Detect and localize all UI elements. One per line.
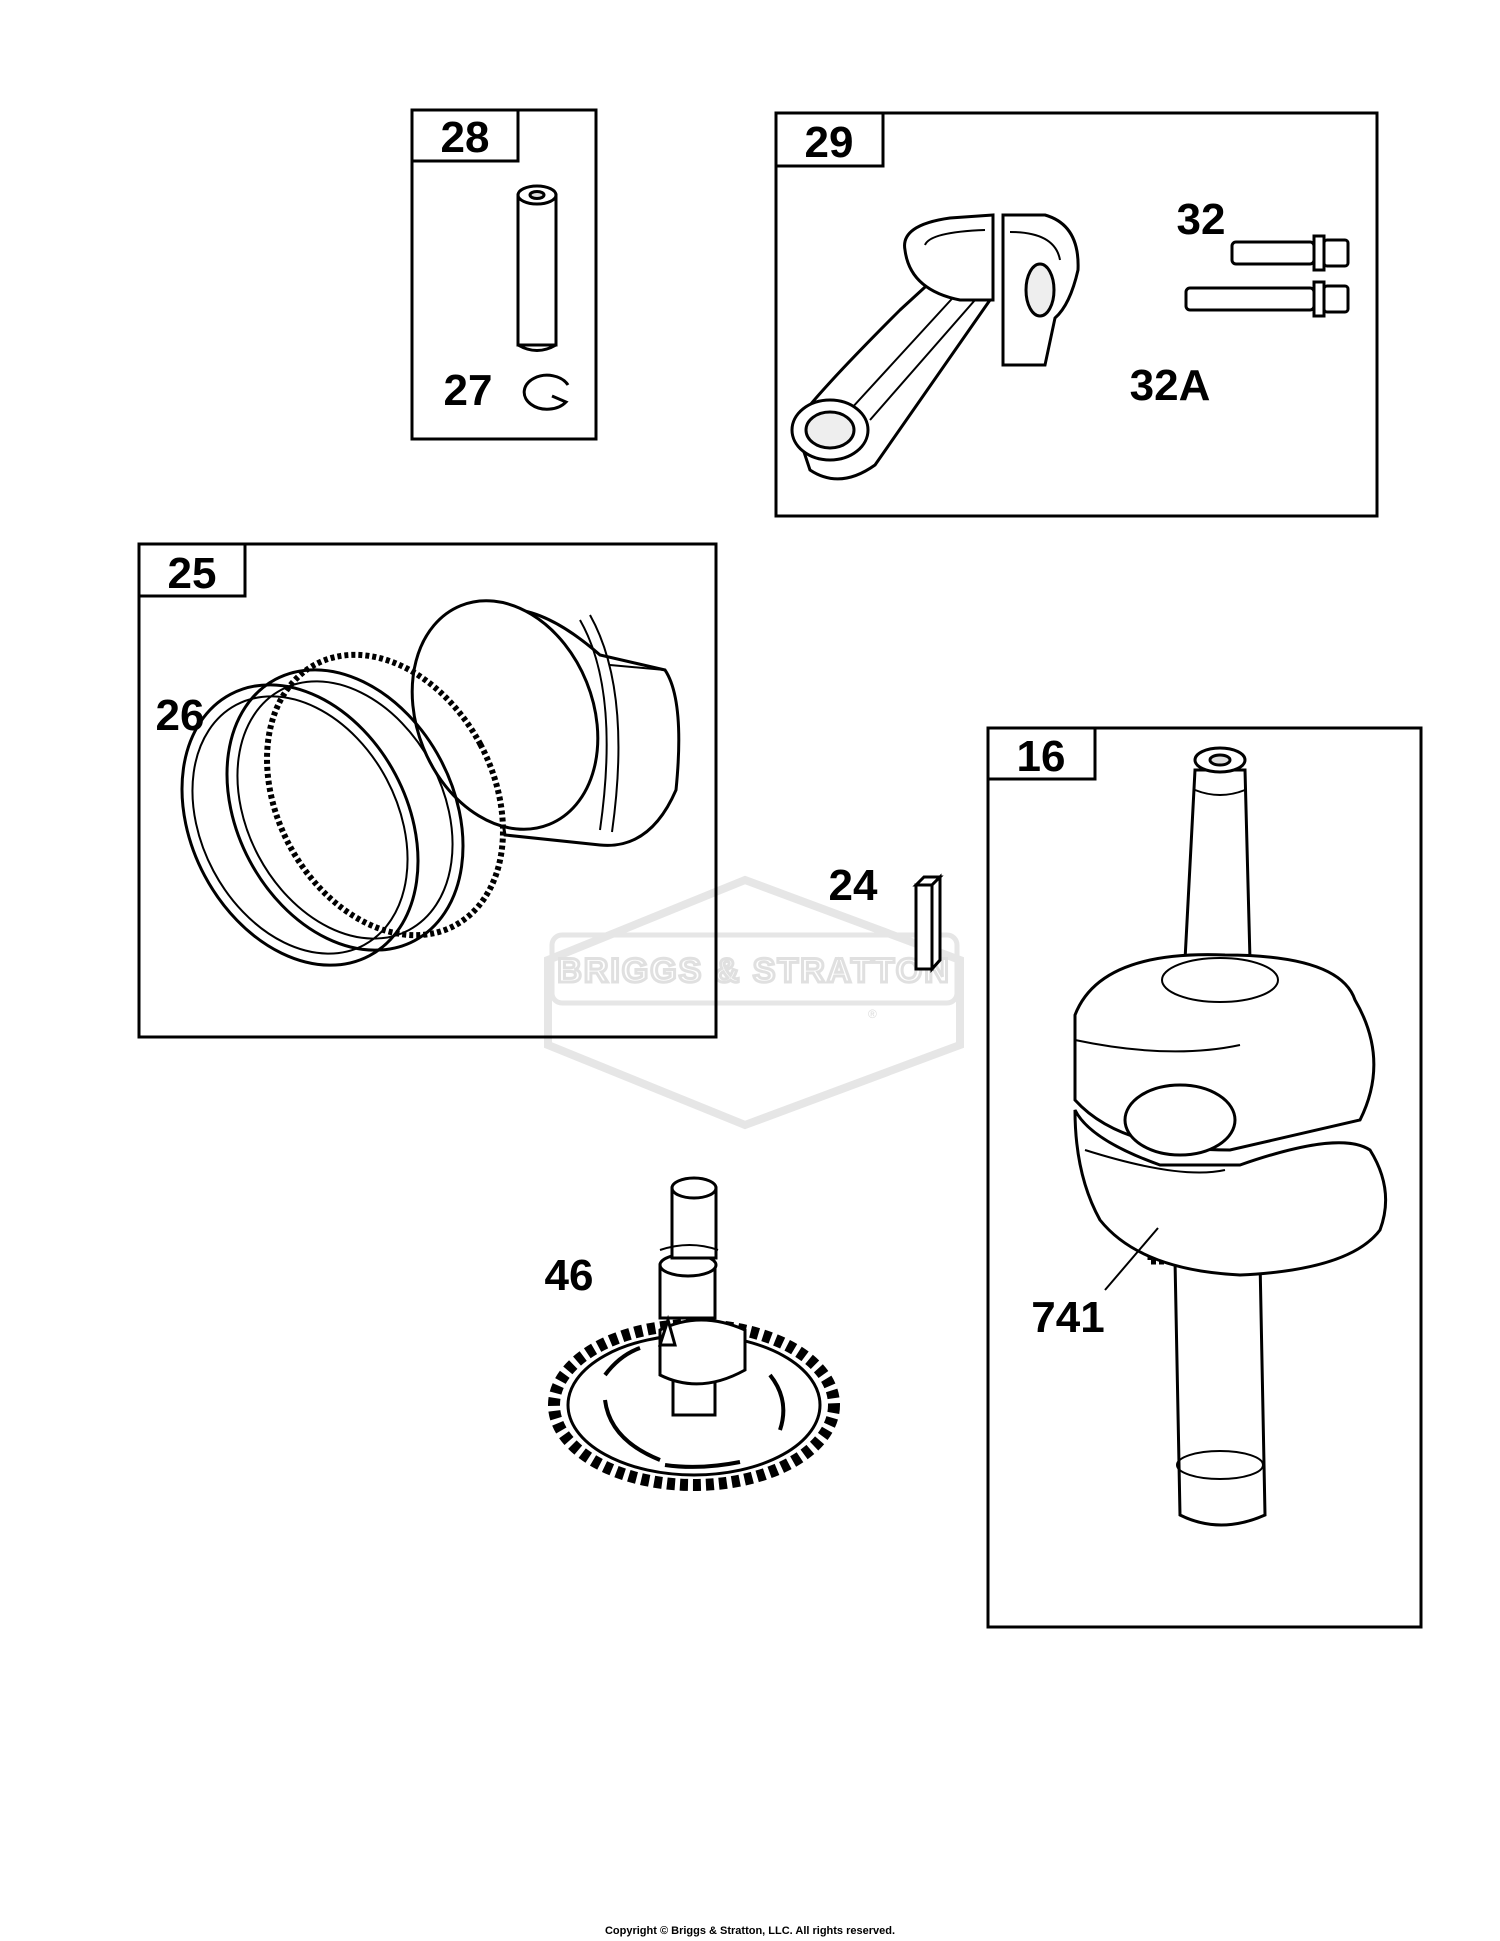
part-46-label: 46 bbox=[545, 1251, 594, 1300]
crankshaft-drawing bbox=[1073, 746, 1388, 1527]
box-25-piston-group: 25 26 bbox=[137, 542, 718, 1039]
watermark-brand-text: BRIGGS & STRATTON bbox=[557, 952, 951, 990]
camshaft-drawing bbox=[548, 1176, 840, 1491]
retaining-clip-drawing bbox=[522, 373, 570, 411]
part-32-label: 32 bbox=[1177, 195, 1226, 244]
part-32a-label: 32A bbox=[1130, 361, 1211, 410]
part-24-group: 24 bbox=[829, 861, 944, 973]
box-28-label: 28 bbox=[441, 113, 490, 162]
piston-pin-drawing bbox=[516, 184, 558, 352]
part-46-group: 46 bbox=[545, 1176, 840, 1491]
part-24-label: 24 bbox=[829, 861, 878, 910]
bolt-32a-drawing bbox=[1184, 280, 1350, 318]
box-16-label: 16 bbox=[1017, 732, 1066, 781]
part-741-label: 741 bbox=[1031, 1293, 1104, 1342]
piston-rings-drawing bbox=[180, 651, 506, 967]
box-29-label: 29 bbox=[805, 118, 854, 167]
part-26-label: 26 bbox=[156, 691, 205, 740]
copyright-footer: Copyright © Briggs & Stratton, LLC. All … bbox=[604, 1925, 896, 1937]
bolt-32-drawing bbox=[1230, 234, 1350, 272]
piston-drawing bbox=[410, 599, 681, 847]
box-28-piston-pin-group: 28 27 bbox=[410, 108, 598, 441]
woodruff-key-drawing bbox=[912, 873, 944, 973]
part-27-label: 27 bbox=[444, 366, 493, 415]
part-741-leader bbox=[1104, 1227, 1159, 1291]
connecting-rod-drawing bbox=[790, 213, 1080, 481]
briggs-stratton-watermark: BRIGGS & STRATTON ® bbox=[544, 875, 964, 1130]
box-29-connecting-rod-group: 29 32 32A bbox=[774, 111, 1379, 518]
watermark-registered-mark: ® bbox=[868, 1007, 877, 1021]
box-16-crankshaft-group: 16 741 bbox=[986, 726, 1423, 1629]
box-25-label: 25 bbox=[168, 549, 217, 598]
